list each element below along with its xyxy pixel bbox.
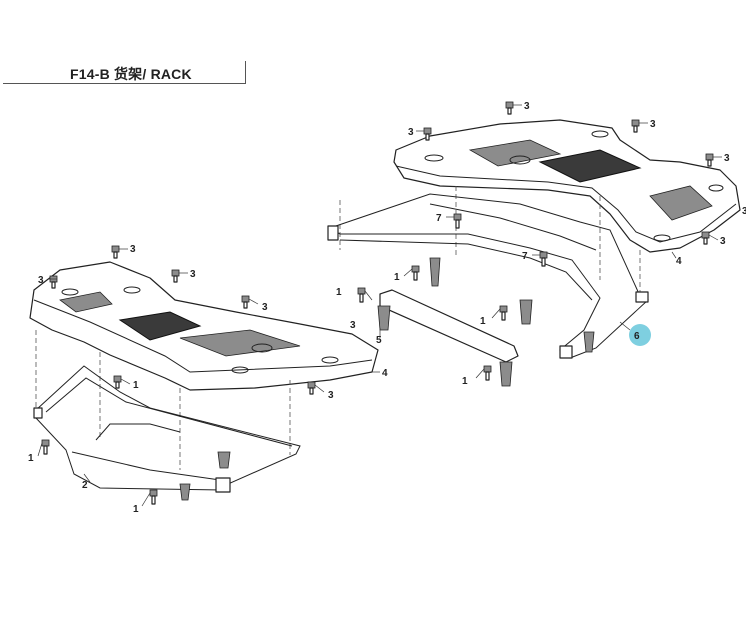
bolt-icon	[113, 375, 122, 389]
callout-front-3f: 3	[350, 320, 356, 331]
callout-rear-1b: 1	[336, 287, 342, 298]
bolt-icon	[631, 119, 640, 133]
diagram-title: F14-B 货架/ RACK	[70, 66, 192, 82]
callout-front-1a: 1	[133, 380, 139, 391]
callout-rear-6: 6	[634, 331, 640, 342]
bolt-icon	[701, 231, 710, 245]
rear-rack-assembly	[327, 119, 741, 387]
leader-lines	[37, 104, 722, 507]
bolt-icon	[705, 153, 714, 167]
rear-rack-plate[interactable]	[393, 119, 741, 253]
bolt-icon	[499, 305, 508, 321]
callout-front-3c: 3	[190, 269, 196, 280]
callout-front-3e: 3	[328, 390, 334, 401]
callout-front-4: 4	[382, 368, 388, 379]
front-rack-plate[interactable]	[29, 261, 379, 391]
callout-rear-3c: 3	[650, 119, 656, 130]
diagram-header: F14-B 货架/ RACK	[0, 0, 746, 90]
front-rack-assembly	[29, 261, 379, 501]
callout-front-3a: 3	[130, 244, 136, 255]
callout-front-3b: 3	[38, 275, 44, 286]
title-underline	[3, 83, 246, 84]
callout-rear-7a: 7	[436, 213, 442, 224]
callout-front-3d: 3	[262, 302, 268, 313]
bolt-icon	[149, 489, 158, 505]
callout-rear-3a: 3	[524, 101, 530, 112]
callout-rear-3d: 3	[724, 153, 730, 164]
bolt-icon	[41, 439, 50, 455]
callout-rear-1c: 1	[480, 316, 486, 327]
bolt-icon	[307, 381, 316, 395]
callout-rear-3b: 3	[408, 127, 414, 138]
callout-rear-4: 4	[676, 256, 682, 267]
bolt-icon	[505, 101, 514, 115]
callout-front-1c: 1	[133, 504, 139, 515]
callout-rear-3f: 3	[742, 206, 746, 217]
callout-front-1b: 1	[28, 453, 34, 464]
callout-rear-1d: 1	[462, 376, 468, 387]
rear-cross-member[interactable]	[379, 289, 519, 363]
title-divider	[245, 61, 246, 84]
highlight-marker	[629, 324, 651, 346]
fasteners	[41, 101, 714, 505]
bolt-icon	[171, 269, 180, 283]
bolt-icon	[411, 265, 420, 281]
callout-rear-3e: 3	[720, 236, 726, 247]
bolt-icon	[483, 365, 492, 381]
bolt-icon	[241, 295, 250, 309]
callout-rear-5: 5	[376, 335, 382, 346]
bolt-icon	[111, 245, 120, 259]
callout-labels: 3 3 3 3 3 3 1 1 1 4 2 3 3 3 3 3 3 7 7 1 …	[28, 101, 746, 515]
bolt-icon	[357, 287, 366, 303]
callout-front-2: 2	[82, 480, 88, 491]
callout-rear-7b: 7	[522, 251, 528, 262]
callout-rear-1a: 1	[394, 272, 400, 283]
front-rack-logo-panel	[118, 311, 202, 341]
rear-rack-logo-panel	[538, 149, 642, 183]
bolt-icon	[453, 213, 462, 229]
